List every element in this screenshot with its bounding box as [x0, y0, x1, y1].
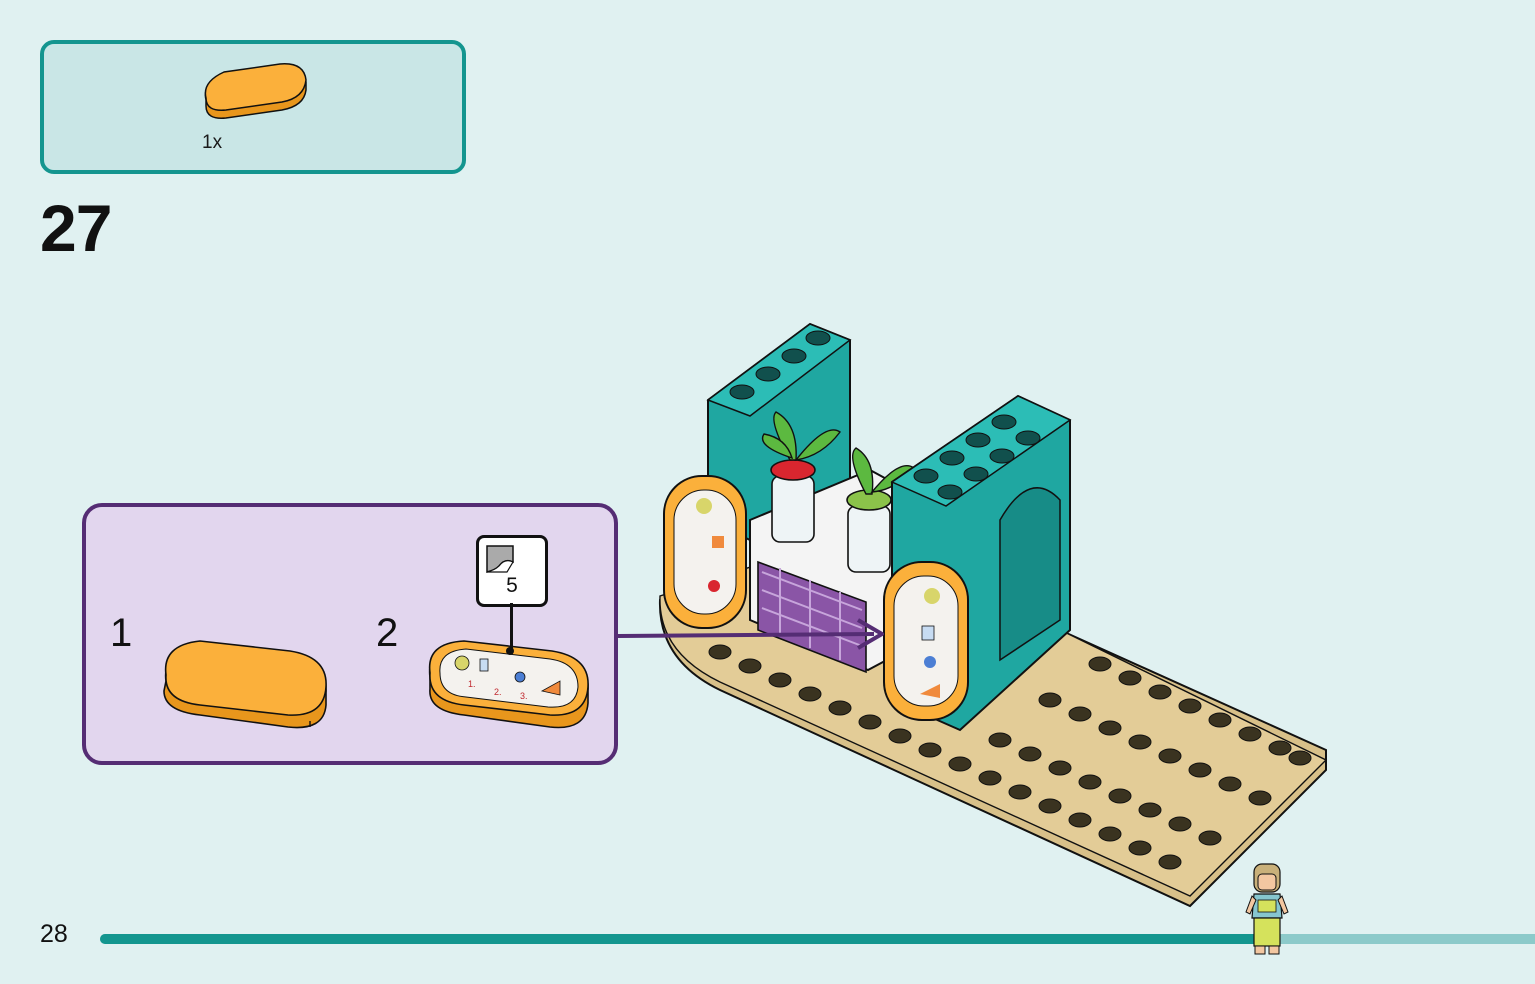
- jar-left: [771, 475, 815, 543]
- substep-2-number: 2: [376, 611, 399, 655]
- jar-right: [847, 505, 891, 573]
- svg-text:2.: 2.: [494, 687, 502, 697]
- baseplate-studs: [708, 644, 1312, 870]
- plant-leaves: [761, 411, 916, 495]
- sticker-leader-dot: [506, 647, 514, 655]
- part-quantity: 1x: [202, 132, 223, 153]
- sticker-sheet-number: 5: [506, 574, 518, 597]
- menu-sign-left: [663, 475, 747, 629]
- minifigure-progress-icon: [1245, 863, 1289, 955]
- parts-list-box: 1x: [40, 40, 466, 174]
- sticker-sheet-reference: 5: [476, 535, 548, 607]
- step-number: 27: [40, 191, 112, 265]
- sticker-sheet-icon: [486, 545, 514, 573]
- svg-text:1.: 1.: [468, 679, 476, 689]
- sticker-applied-tile-icon: 1. 2. 3.: [428, 640, 589, 729]
- orange-rounded-tile-icon: [163, 640, 327, 729]
- substep-1-number: 1: [110, 611, 133, 655]
- page-number: 28: [40, 920, 68, 948]
- model-illustration: [617, 322, 1328, 908]
- progress-bar-fill: [100, 934, 1263, 944]
- progress-bar-track: [100, 934, 1535, 944]
- placement-arrow: [617, 632, 875, 638]
- sub-assembly-callout: 1 2 1. 2. 3. 5: [82, 503, 618, 765]
- svg-text:3.: 3.: [520, 691, 528, 701]
- menu-sign-right: [883, 561, 969, 721]
- sticker-leader-line: [510, 603, 513, 651]
- orange-rounded-tile-icon: [204, 63, 307, 119]
